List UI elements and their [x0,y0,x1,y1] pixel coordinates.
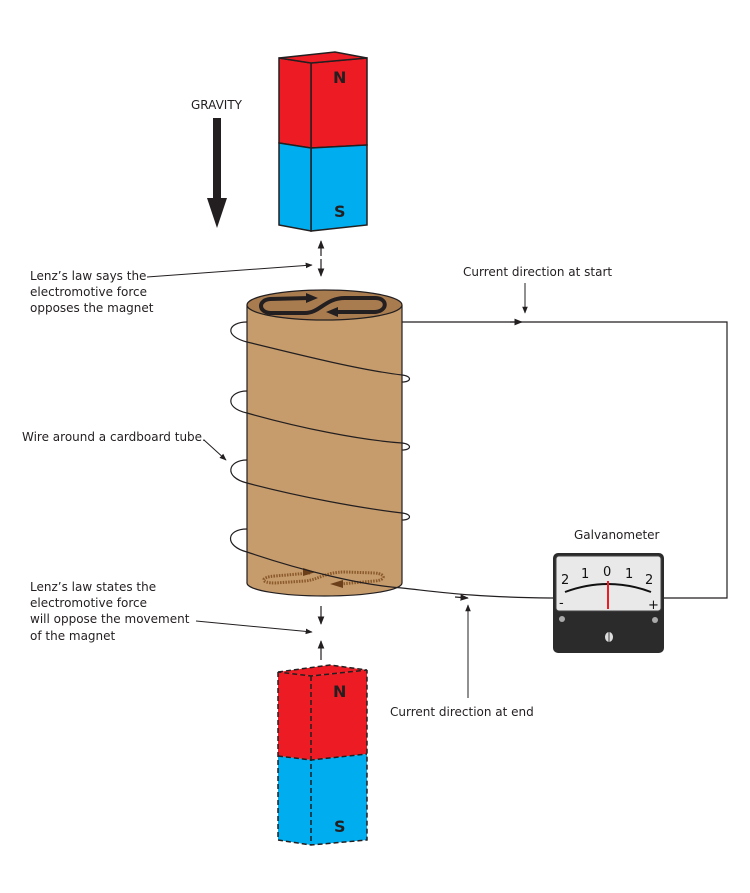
lenz-top-pointer [146,262,313,278]
svg-text:of the magnet: of the magnet [30,629,116,643]
current-start-label: Current direction at start [463,265,612,279]
wire-label: Wire around a cardboard tube. [22,430,206,444]
galvanometer-label: Galvanometer [574,528,660,542]
galvanometer-scale-5: 2 [645,573,653,588]
galvanometer-scale-2: 1 [581,567,589,582]
coil-wire [229,321,551,599]
current-end-arrow-icon [454,594,469,601]
current-loop-top-icon [259,293,387,317]
magnet-top: N S [278,51,368,232]
svg-text:electromotive force: electromotive force [30,596,147,610]
magnet-bottom-north-label: N [333,682,346,701]
magnet-bottom-south-label: S [334,817,346,836]
svg-text:opposes the magnet: opposes the magnet [30,301,154,315]
galvanometer-screw-left [559,616,565,622]
galvanometer-scale-3: 0 [603,565,611,580]
galvanometer-screw-right [652,617,658,623]
svg-text:Lenz’s law says the: Lenz’s law says the [30,269,146,283]
galvanometer-scale-1: 2 [561,573,569,588]
magnet-bottom: N S [277,664,368,846]
svg-text:electromotive force: electromotive force [30,285,147,299]
lenz-bottom-label: Lenz’s law states the electromotive forc… [30,580,190,643]
lenz-top-label: Lenz’s law says the electromotive force … [30,269,154,315]
circuit-wire-return [402,321,728,599]
gravity-label: GRAVITY [191,98,243,112]
magnet-top-north-label: N [333,68,346,87]
lenz-bottom-pointer [195,620,313,635]
svg-text:will oppose the movement: will oppose the movement [30,612,190,626]
galvanometer-scale-4: 1 [625,567,633,582]
wire-pointer [203,439,227,461]
galvanometer: 2 1 0 1 2 - + [553,553,664,653]
current-end-label: Current direction at end [390,705,534,719]
svg-text:Lenz’s law states the: Lenz’s law states the [30,580,156,594]
gravity-arrow-icon [207,118,227,228]
magnet-top-south-label: S [334,202,346,221]
galvanometer-plus: + [648,598,659,613]
galvanometer-minus: - [559,596,564,611]
cardboard-tube [246,289,403,597]
